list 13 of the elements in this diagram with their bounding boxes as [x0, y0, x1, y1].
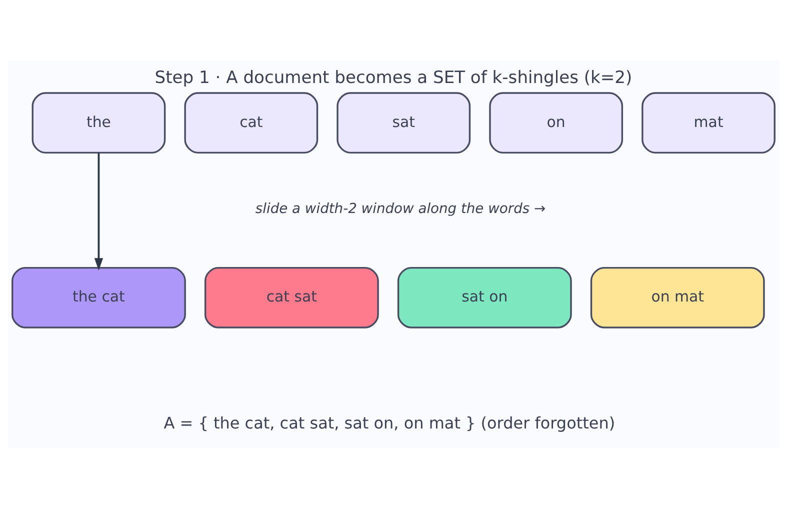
label: A = { the cat, cat sat, sat on, on mat } (order forgotten) [164, 412, 616, 432]
node-box: the cat [12, 266, 186, 328]
arrow [94, 152, 104, 270]
node-box: cat sat [204, 266, 379, 328]
label: slide a width-2 window along the words → [255, 200, 546, 216]
node-box: mat [642, 92, 776, 154]
node-box: sat [336, 92, 471, 154]
diagram-title: Step 1 · A document becomes a SET of k-shingles (k=2) [154, 68, 632, 88]
node-box: cat [184, 92, 318, 154]
node-box: on mat [590, 266, 765, 328]
node-box: on [489, 92, 624, 154]
node-box: the [32, 92, 166, 154]
node-box: sat on [397, 266, 572, 328]
